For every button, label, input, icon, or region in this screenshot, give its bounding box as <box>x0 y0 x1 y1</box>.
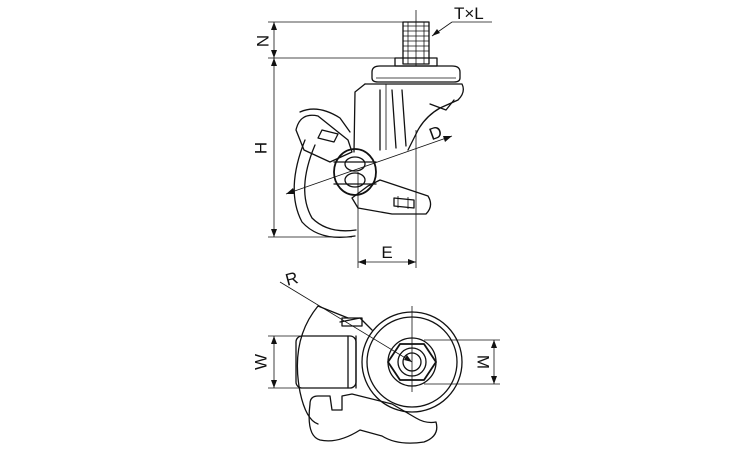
dimension-h <box>268 58 352 238</box>
dimension-n <box>268 21 403 59</box>
side-view: N H E D T×L <box>251 4 492 268</box>
label-m: M <box>474 355 493 369</box>
wheel <box>293 108 357 239</box>
dimension-e <box>357 130 417 268</box>
label-e: E <box>381 243 392 262</box>
top-fork <box>308 317 438 444</box>
dimension-r <box>279 281 413 363</box>
label-w: W <box>251 354 270 370</box>
dimension-m <box>424 339 500 385</box>
label-thread: T×L <box>454 4 484 23</box>
label-d: D <box>427 122 445 144</box>
axle-boss <box>333 148 377 196</box>
brake-lever <box>295 114 432 215</box>
dimension-d <box>285 135 453 195</box>
top-view: W M R <box>251 268 500 444</box>
swivel-fork <box>353 83 464 153</box>
label-h: H <box>251 142 270 154</box>
dimension-w <box>268 335 300 389</box>
top-wheel-outline <box>295 305 357 425</box>
label-n: N <box>253 35 272 47</box>
label-r: R <box>283 268 300 290</box>
thread-leader <box>431 21 492 37</box>
